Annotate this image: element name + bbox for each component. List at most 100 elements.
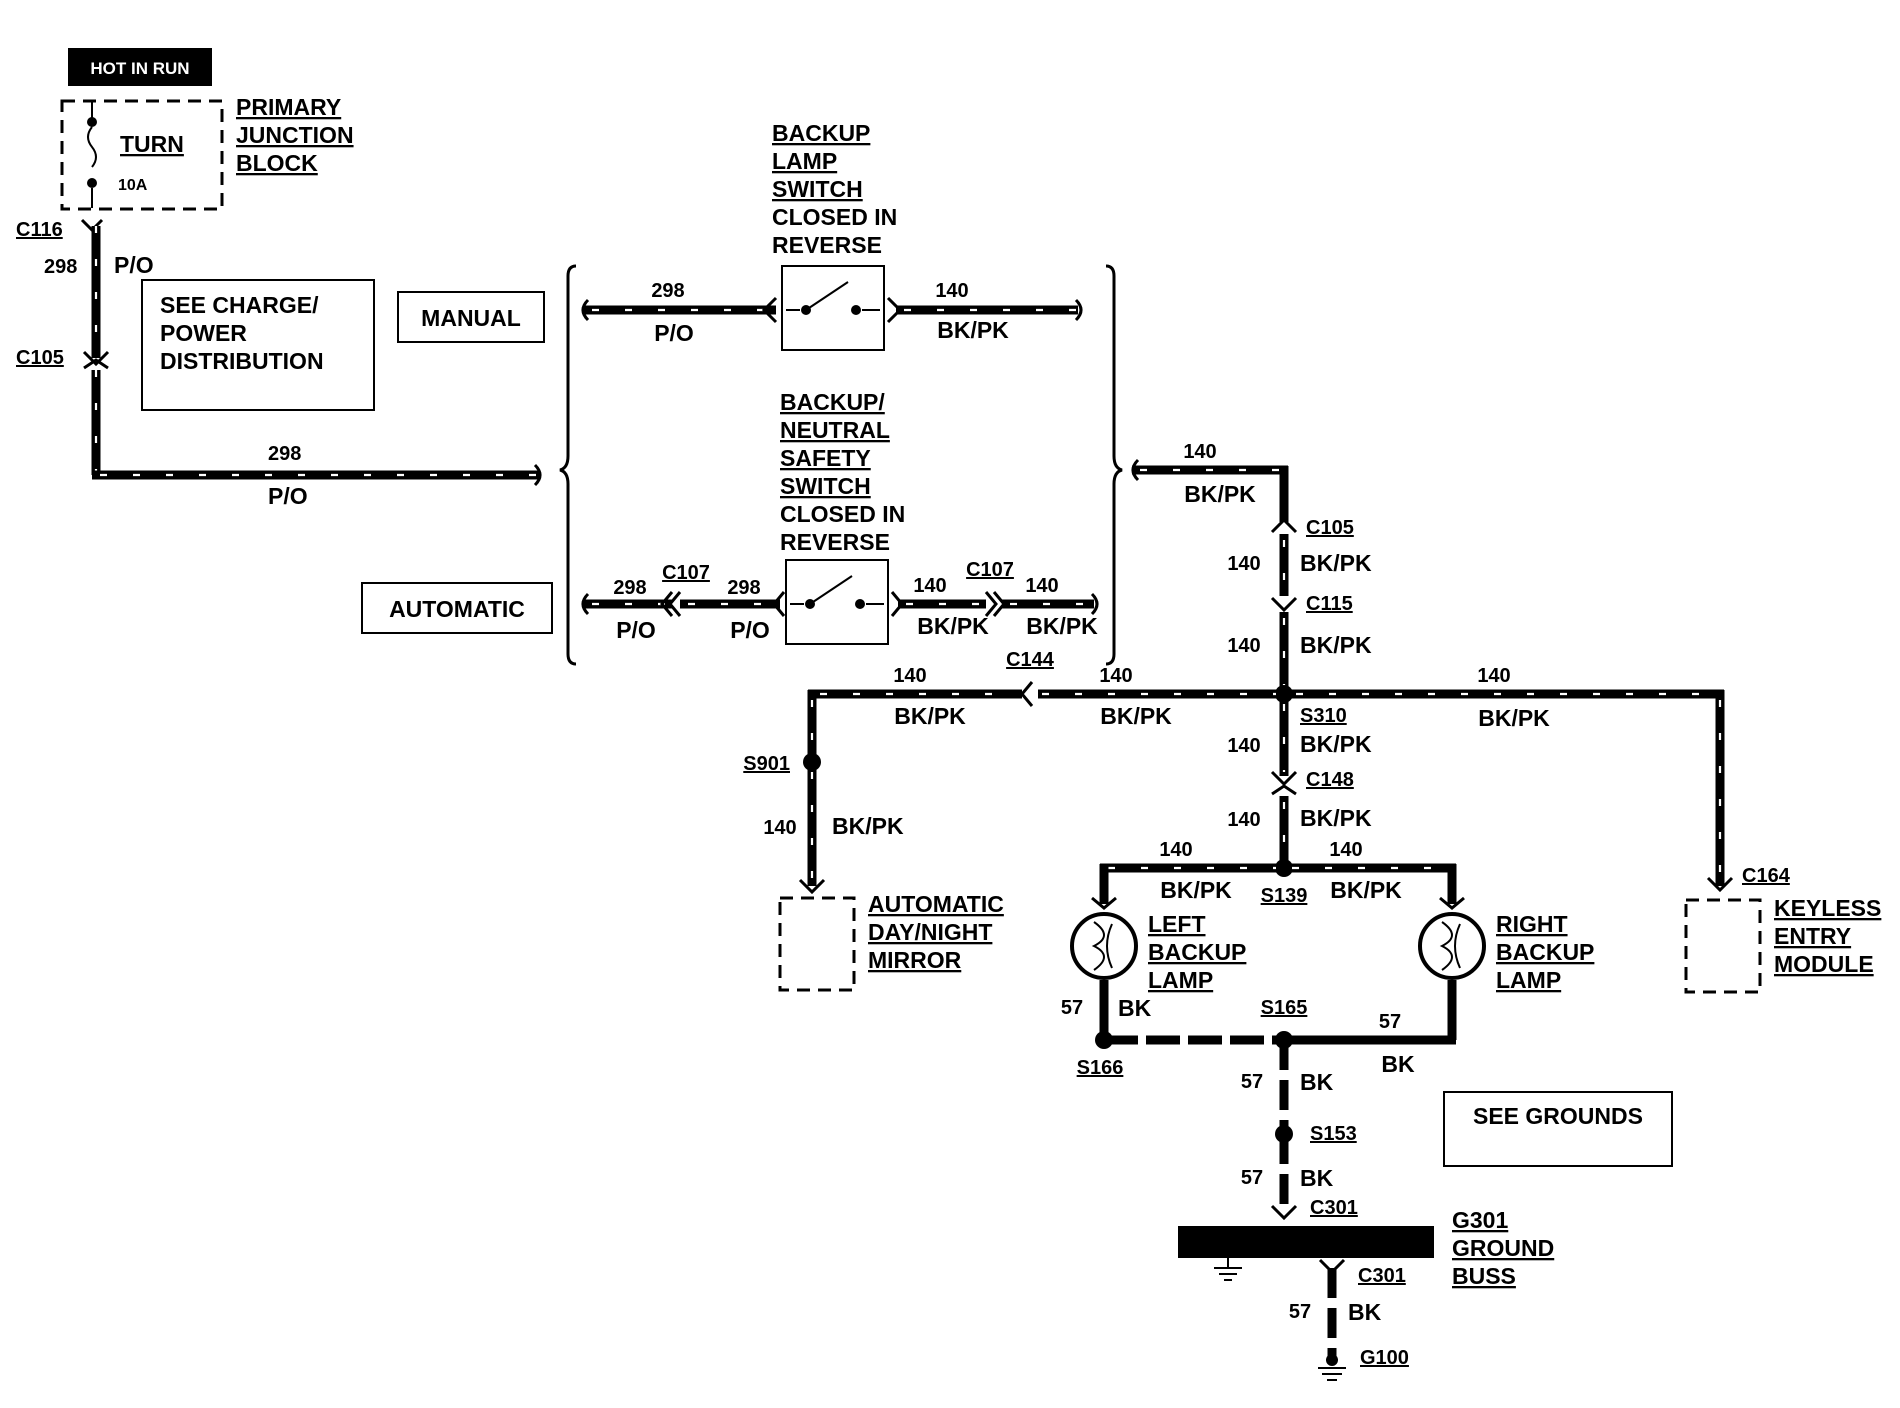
automatic-label: AUTOMATIC [389, 596, 525, 622]
auto-day-night-mirror [778, 896, 856, 992]
fuse-name: TURN [120, 131, 184, 157]
connector-c105-lower-symbol [1270, 517, 1298, 534]
circuit-57-label-right: 57 [1379, 1011, 1401, 1033]
splice-s165-label: S165 [1261, 997, 1308, 1019]
color-bk-label-left: BK [1118, 995, 1152, 1021]
hot-in-run-label: HOT IN RUN [90, 59, 189, 78]
connector-c115-symbol [1270, 596, 1298, 613]
color-bkpk-label-out: BK/PK [1184, 481, 1256, 507]
color-bkpk-label-mirror-a: BK/PK [1100, 703, 1172, 729]
color-bk-label-trunk-b: BK [1300, 1165, 1334, 1191]
circuit-298-label-b: 298 [268, 443, 301, 465]
see-grounds-note-box [1443, 1091, 1673, 1167]
neutral-switch-label-4: SWITCH [780, 473, 871, 499]
ground-buss-label-3: BUSS [1452, 1263, 1516, 1289]
color-po-label-manual: P/O [654, 320, 694, 346]
see-charge-note-box [141, 279, 375, 411]
circuit-140-label-trunk-b: 140 [1227, 635, 1260, 657]
color-po-label-auto-b: P/O [730, 617, 770, 643]
connector-c107-label-b: C107 [966, 559, 1014, 581]
splice-s310-label: S310 [1300, 705, 1347, 727]
junction-block-label-1: PRIMARY [236, 94, 341, 120]
charge-note-line-3: DISTRIBUTION [160, 348, 324, 374]
manual-label: MANUAL [421, 305, 521, 331]
ground-icon [1318, 1354, 1346, 1381]
circuit-57-label-left: 57 [1061, 997, 1083, 1019]
connector-c301-upper-symbol [1270, 1204, 1298, 1221]
circuit-140-label-keyless: 140 [1477, 665, 1510, 687]
ground-icon [1214, 1258, 1242, 1281]
connector-c301-label-b: C301 [1358, 1265, 1406, 1287]
keyless-label-1: KEYLESS [1774, 895, 1881, 921]
left-lamp-label-1: LEFT [1148, 911, 1206, 937]
connector-c105-upper-symbol [82, 350, 110, 367]
circuit-140-label-auto-a: 140 [913, 575, 946, 597]
left-option-bracket [559, 264, 577, 666]
color-bkpk-label-auto-b: BK/PK [1026, 613, 1098, 639]
connector-c105-label-a: C105 [16, 347, 64, 369]
right-backup-lamp-bulb-icon [1418, 912, 1486, 980]
circuit-140-label-auto-b: 140 [1025, 575, 1058, 597]
neutral-switch-label-1: BACKUP/ [780, 389, 885, 415]
neutral-switch-label-6: REVERSE [780, 529, 890, 555]
circuit-298-label-a: 298 [44, 256, 77, 278]
junction-block-label-2: JUNCTION [236, 122, 354, 148]
backup-lamp-switch [781, 265, 885, 351]
circuit-57-label-trunk-b: 57 [1241, 1167, 1263, 1189]
right-lamp-label-1: RIGHT [1496, 911, 1568, 937]
ground-buss-bar [1178, 1226, 1434, 1258]
color-bkpk-label-feed-b: BK/PK [1300, 805, 1372, 831]
neutral-switch-label-5: CLOSED IN [780, 501, 905, 527]
left-lamp-label-3: LAMP [1148, 967, 1213, 993]
circuit-298-label-manual: 298 [651, 280, 684, 302]
connector-c144-symbol [1020, 681, 1034, 707]
mirror-label-2: DAY/NIGHT [868, 919, 992, 945]
hot-in-run-label-box [68, 48, 212, 86]
junction-block-label-3: BLOCK [236, 150, 318, 176]
color-bk-label-trunk-a: BK [1300, 1069, 1334, 1095]
circuit-298-label-auto-b: 298 [727, 577, 760, 599]
color-bkpk-label-auto-a: BK/PK [917, 613, 989, 639]
right-lamp-label-2: BACKUP [1496, 939, 1594, 965]
keyless-label-3: MODULE [1774, 951, 1874, 977]
splice-s139-label: S139 [1261, 885, 1308, 907]
color-bkpk-label-mirror-c: BK/PK [832, 813, 904, 839]
circuit-298-label-auto-a: 298 [613, 577, 646, 599]
connector-c148-symbol [1271, 784, 1297, 796]
color-bkpk-label-trunk-b: BK/PK [1300, 632, 1372, 658]
manual-label-box [397, 291, 545, 343]
color-bkpk-label-right: BK/PK [1330, 877, 1402, 903]
connector-c301-label-a: C301 [1310, 1197, 1358, 1219]
color-bkpk-label-keyless: BK/PK [1478, 705, 1550, 731]
color-bk-label-g100: BK [1348, 1299, 1382, 1325]
circuit-140-label-feed-a: 140 [1227, 735, 1260, 757]
circuit-140-label-mirror-b: 140 [893, 665, 926, 687]
connector-c107-label-a: C107 [662, 562, 710, 584]
connector-c164-symbol [1706, 876, 1734, 893]
fuse-icon [87, 102, 97, 208]
splice-s166-label: S166 [1077, 1057, 1124, 1079]
backup-lamp-switch-label-4: CLOSED IN [772, 204, 897, 230]
connector-c115-label: C115 [1306, 593, 1353, 615]
color-po-label-auto-a: P/O [616, 617, 656, 643]
circuit-140-label-mirror-a: 140 [1099, 665, 1132, 687]
circuit-57-label-g100: 57 [1289, 1301, 1311, 1323]
neutral-safety-switch [785, 559, 889, 645]
color-bkpk-label-left: BK/PK [1160, 877, 1232, 903]
color-bkpk-label-mirror-b: BK/PK [894, 703, 966, 729]
color-bkpk-label-manual: BK/PK [937, 317, 1009, 343]
color-bkpk-label-feed-a: BK/PK [1300, 731, 1372, 757]
keyless-label-2: ENTRY [1774, 923, 1851, 949]
ground-buss-label-1: G301 [1452, 1207, 1508, 1233]
connector-c116-label: C116 [16, 219, 63, 241]
right-option-bracket [1105, 264, 1123, 666]
mirror-label-3: MIRROR [868, 947, 962, 973]
primary-junction-block [60, 99, 224, 211]
neutral-switch-label-3: SAFETY [780, 445, 871, 471]
color-bk-label-right: BK [1381, 1051, 1415, 1077]
ground-buss-label-2: GROUND [1452, 1235, 1554, 1261]
connector-c164-label: C164 [1742, 865, 1791, 887]
fuse-rating: 10A [118, 177, 148, 194]
color-po-label-a: P/O [114, 252, 154, 278]
